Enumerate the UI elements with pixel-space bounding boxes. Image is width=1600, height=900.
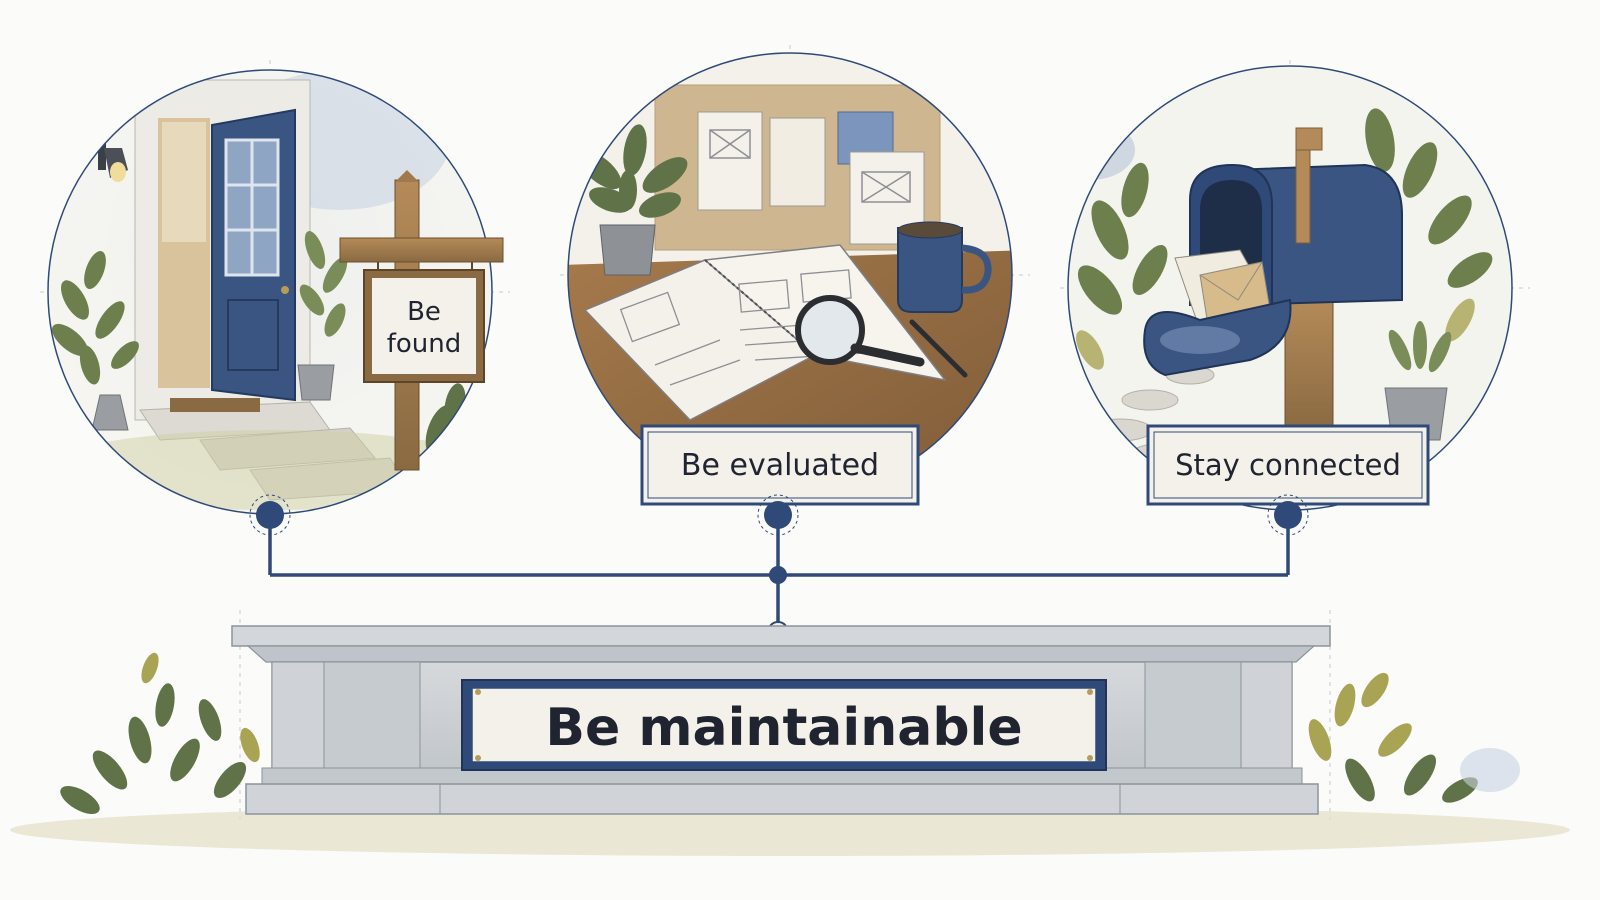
magnifier-icon [795,295,865,365]
scene-label-box [640,424,920,506]
scene-label-be-evaluated: Be evaluated [681,448,879,483]
scene-label-be-found-line1: Be [407,297,441,327]
foundation-label: Be maintainable [545,698,1022,758]
scene-label-stay-connected: Stay connected [1175,448,1401,482]
scene-be-found: Be found [47,69,504,515]
connector-nodes [249,494,1309,643]
scene-label-be-found-line2: found [387,329,462,359]
signpost-icon [339,170,504,471]
scene-label-box [1146,424,1430,506]
mailbox-icon [1143,127,1403,431]
scene-be-evaluated: Be evaluated [567,52,1013,506]
foundation-plinth [10,625,1570,856]
scene-stay-connected: Stay connected [1067,65,1513,511]
mug-icon [897,227,963,313]
